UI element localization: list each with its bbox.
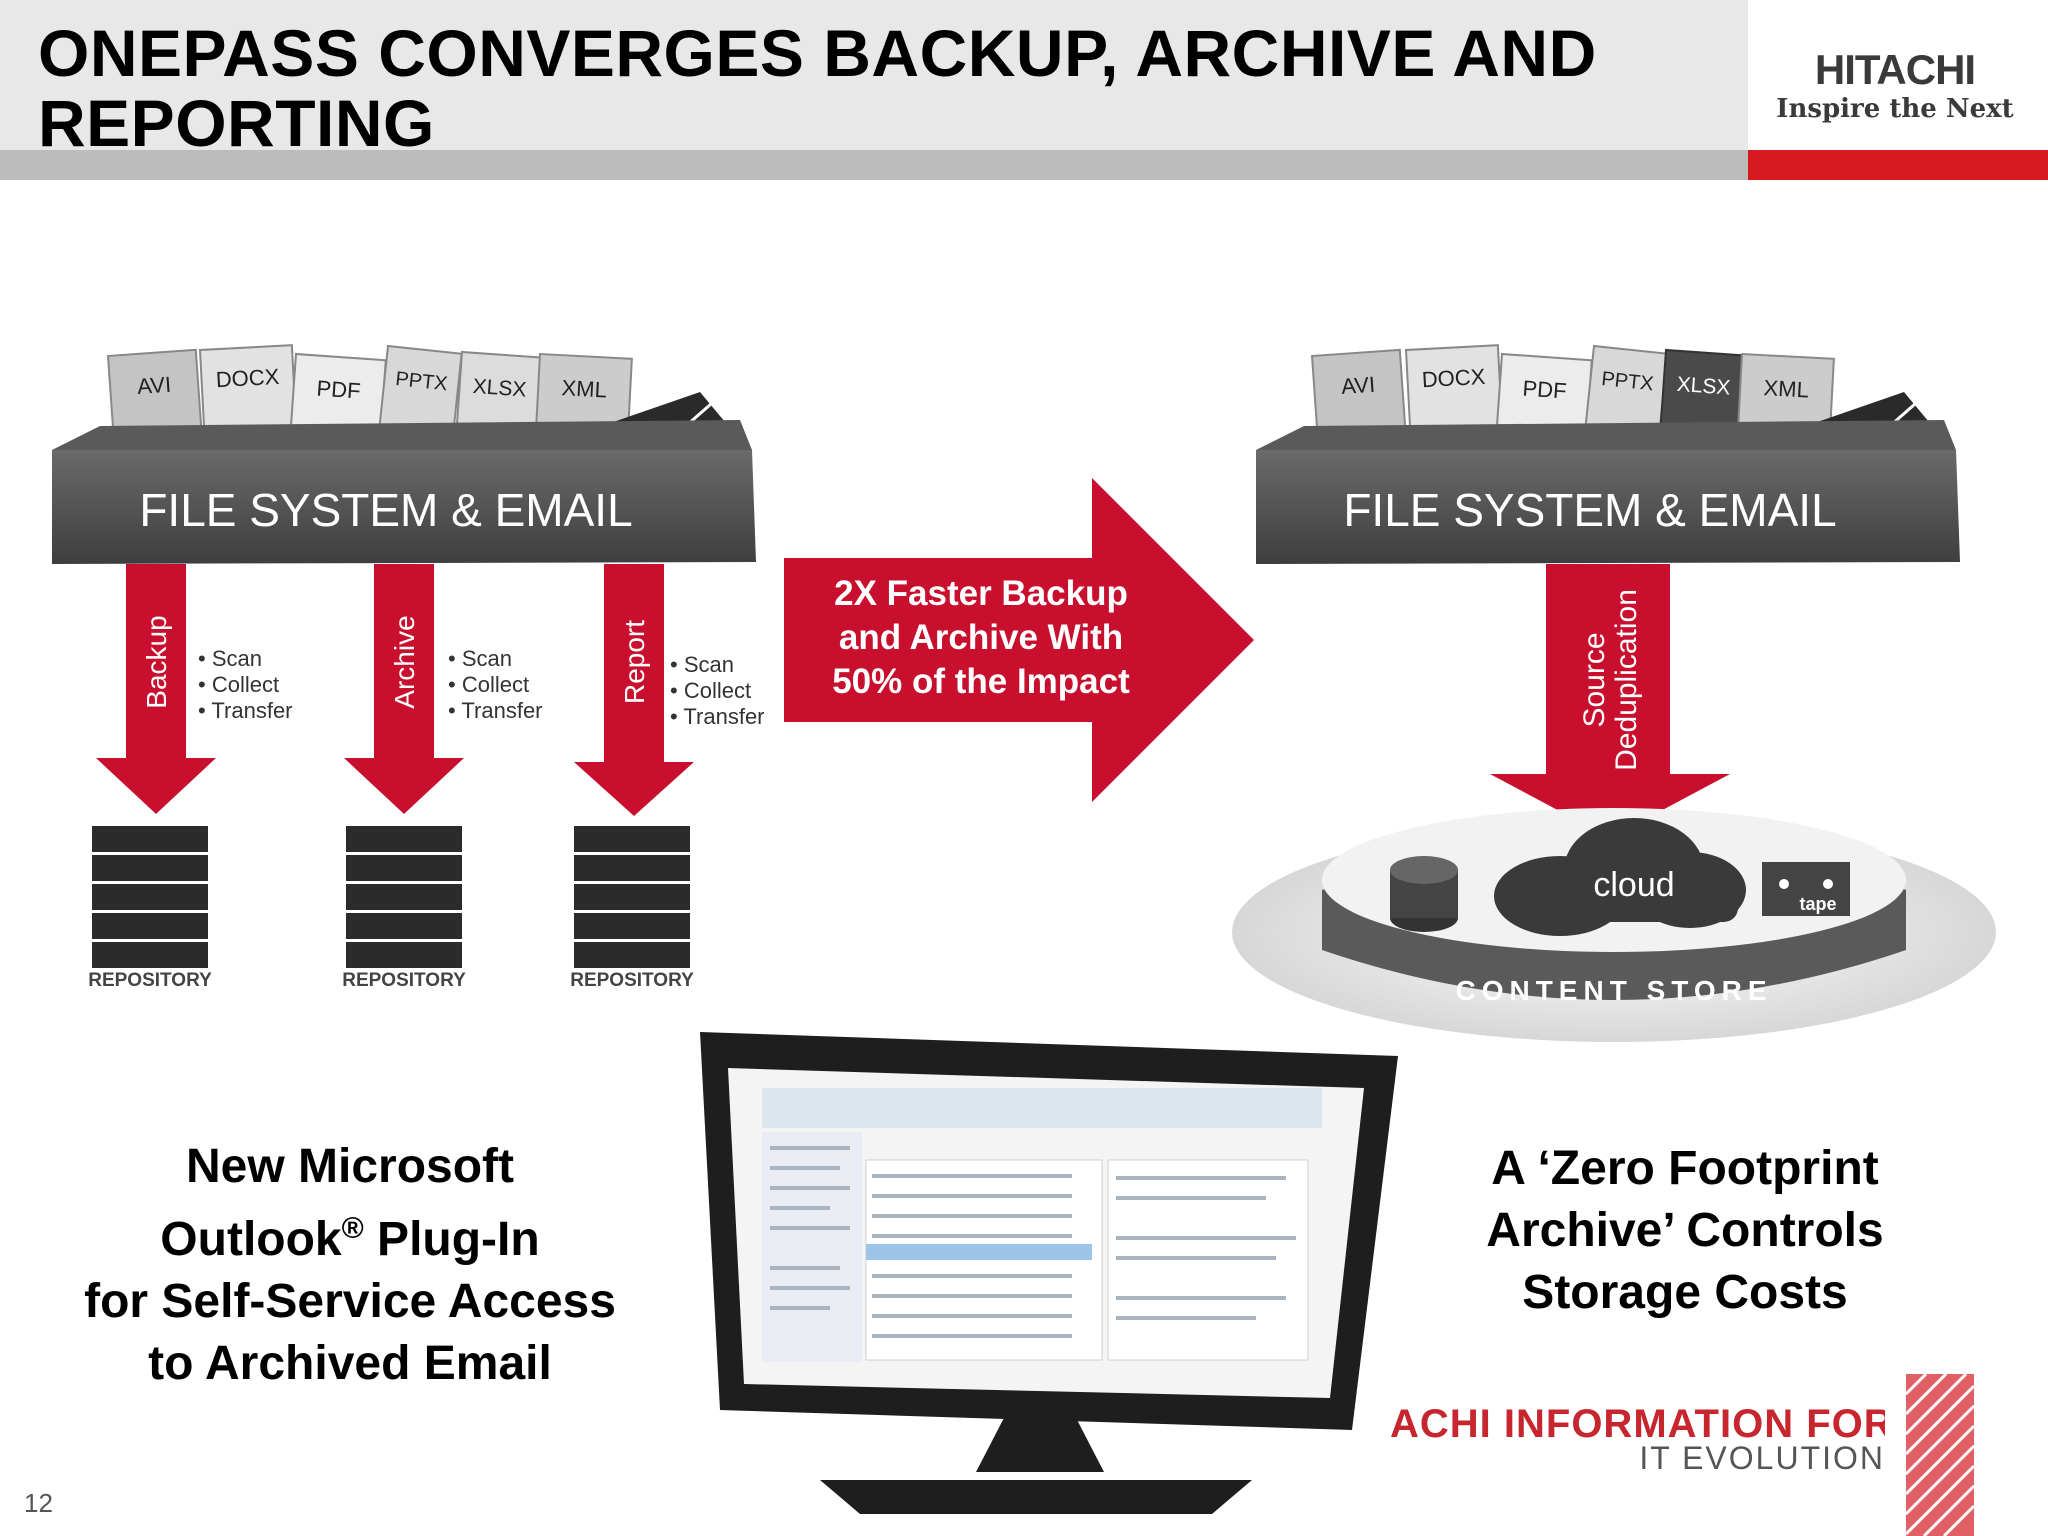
disk-stack-icon	[1390, 856, 1458, 932]
flow-archive-label: Archive	[389, 615, 420, 708]
flow-archive: Archive • Scan • Collect • Transfer	[344, 564, 543, 814]
flow-backup-step1: • Scan	[198, 646, 262, 671]
center-arrow-line3: 50% of the Impact	[832, 662, 1130, 701]
repository-2: REPOSITORY	[342, 826, 466, 991]
header-bar	[0, 0, 1748, 150]
tape-icon: tape	[1762, 862, 1850, 916]
right-file-pdf-label: PDF	[1522, 376, 1568, 404]
right-file-xlsx-label: XLSX	[1676, 373, 1731, 400]
left-caption-outlook: Outlook	[160, 1213, 342, 1266]
hitachi-tagline: Inspire the Next	[1776, 94, 2014, 124]
right-file-system-bin: FILE SYSTEM & EMAIL	[1256, 420, 1960, 564]
flow-archive-step2: • Collect	[448, 672, 529, 697]
right-file-docx-label: DOCX	[1421, 364, 1486, 392]
flow-backup-step2: • Collect	[198, 672, 279, 697]
header-underline	[0, 150, 1748, 180]
repository-3: REPOSITORY	[570, 826, 694, 991]
flow-archive-step3: • Transfer	[448, 698, 543, 723]
cloud-icon: cloud	[1494, 818, 1746, 936]
center-arrow-line2: and Archive With	[838, 618, 1124, 657]
flow-report: Report • Scan • Collect • Transfer	[574, 564, 765, 816]
slide-title-line2: REPORTING	[38, 86, 435, 160]
file-pptx-label: PPTX	[394, 368, 448, 395]
flow-report-step2: • Collect	[670, 678, 751, 703]
file-xlsx-label: XLSX	[472, 375, 527, 402]
right-file-pptx-label: PPTX	[1600, 368, 1654, 395]
page-number: 12	[24, 1488, 53, 1518]
repository-2-label: REPOSITORY	[342, 970, 466, 991]
tape-label: tape	[1799, 894, 1836, 914]
repository-3-label: REPOSITORY	[570, 970, 694, 991]
zero-footprint-caption: A ‘Zero Footprint Archive’ Controls Stor…	[1420, 1138, 1950, 1324]
flow-archive-step1: • Scan	[448, 646, 512, 671]
flow-backup-step3: • Transfer	[198, 698, 293, 723]
flow-backup: Backup • Scan • Collect • Transfer	[96, 564, 293, 814]
left-bin-label: FILE SYSTEM & EMAIL	[139, 484, 632, 536]
forum-title: ACHI INFORMATION FORUM	[1390, 1402, 1885, 1446]
left-caption-line4: to Archived Email	[148, 1337, 552, 1390]
left-caption-line2: Outlook® Plug-In	[40, 1198, 660, 1271]
file-xml-label: XML	[561, 375, 607, 402]
flow-report-step3: • Transfer	[670, 704, 765, 729]
file-docx-label: DOCX	[215, 364, 280, 392]
right-caption-line3: Storage Costs	[1522, 1266, 1848, 1319]
monitor-outlook-screenshot	[700, 1032, 1398, 1514]
registered-mark: ®	[341, 1212, 364, 1245]
file-avi-label: AVI	[136, 372, 171, 399]
center-red-arrow	[784, 478, 1254, 802]
right-caption-line2: Archive’ Controls	[1486, 1204, 1884, 1257]
slide-title-line1: ONEPASS CONVERGES BACKUP, ARCHIVE AND	[38, 16, 1597, 90]
flow-report-label: Report	[619, 620, 650, 704]
slide-title: ONEPASS CONVERGES BACKUP, ARCHIVE AND RE…	[38, 18, 1698, 158]
flow-backup-label: Backup	[141, 615, 172, 708]
center-arrow-text: 2X Faster Backup and Archive With 50% of…	[796, 572, 1166, 704]
center-arrow-line1: 2X Faster Backup	[834, 574, 1128, 613]
repository-1: REPOSITORY	[88, 826, 212, 991]
logo-area	[1748, 0, 2048, 150]
right-file-avi-label: AVI	[1340, 372, 1375, 399]
file-pdf-label: PDF	[316, 376, 362, 404]
left-caption-line1: New Microsoft	[185, 1140, 515, 1193]
dedup-label-line2: Deduplication	[1610, 589, 1643, 771]
right-file-xml-label: XML	[1763, 375, 1809, 402]
flow-source-deduplication: Source Deduplication	[1490, 564, 1730, 838]
right-caption-line1: A ‘Zero Footprint	[1491, 1142, 1879, 1195]
left-file-system-bin: FILE SYSTEM & EMAIL	[52, 420, 756, 564]
forum-subtitle: IT EVOLUTION	[1639, 1440, 1885, 1476]
flow-report-step1: • Scan	[670, 652, 734, 677]
hitachi-logo: HITACHI	[1814, 46, 1976, 93]
forum-hatch-logo	[1904, 1372, 1976, 1536]
content-store: cloud tape CONTENT STORE	[1232, 808, 1996, 1042]
dedup-label-line1: Source	[1578, 632, 1611, 727]
outlook-plugin-caption: New Microsoft Outlook® Plug-In for Self-…	[40, 1136, 660, 1395]
logo-red-stripe	[1748, 150, 2048, 180]
right-bin-label: FILE SYSTEM & EMAIL	[1343, 484, 1836, 536]
left-caption-plugin: Plug-In	[363, 1213, 540, 1266]
content-store-label: CONTENT STORE	[1455, 975, 1772, 1006]
repository-1-label: REPOSITORY	[88, 970, 212, 991]
cloud-label: cloud	[1593, 866, 1674, 904]
left-caption-line3: for Self-Service Access	[84, 1275, 616, 1328]
